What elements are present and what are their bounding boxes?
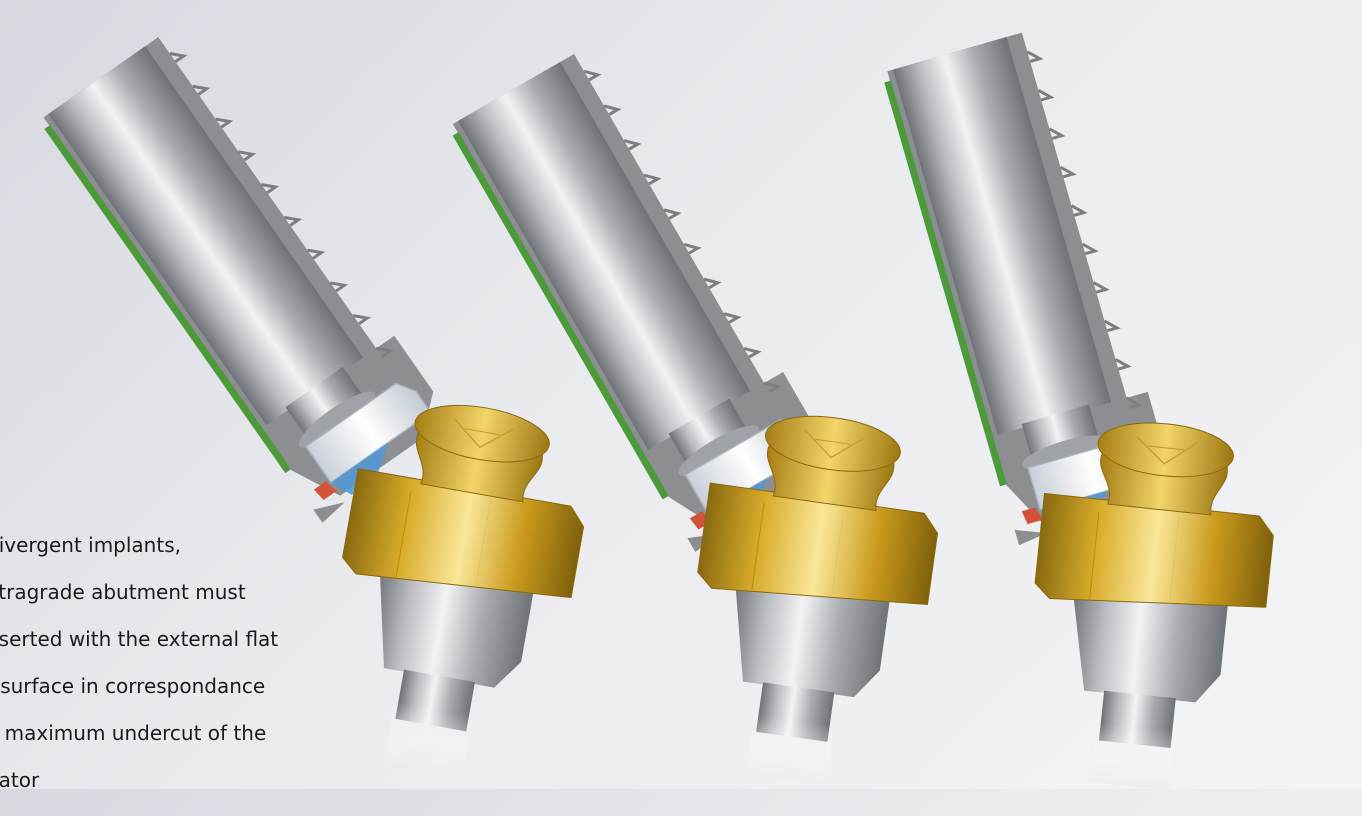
caption-line-1: divergent implants,: [0, 532, 181, 557]
caption-line-6: uator: [0, 767, 40, 792]
caption-line-4: t surface in correspondance: [0, 673, 266, 698]
caption-line-3: nserted with the external flat: [0, 626, 279, 651]
caption-text: divergent implants, atragrade abutment m…: [0, 510, 346, 816]
caption-line-2: atragrade abutment must: [0, 579, 246, 604]
caption-line-5: e maximum undercut of the: [0, 720, 267, 745]
assembly-left-transfer: [37, 23, 460, 526]
